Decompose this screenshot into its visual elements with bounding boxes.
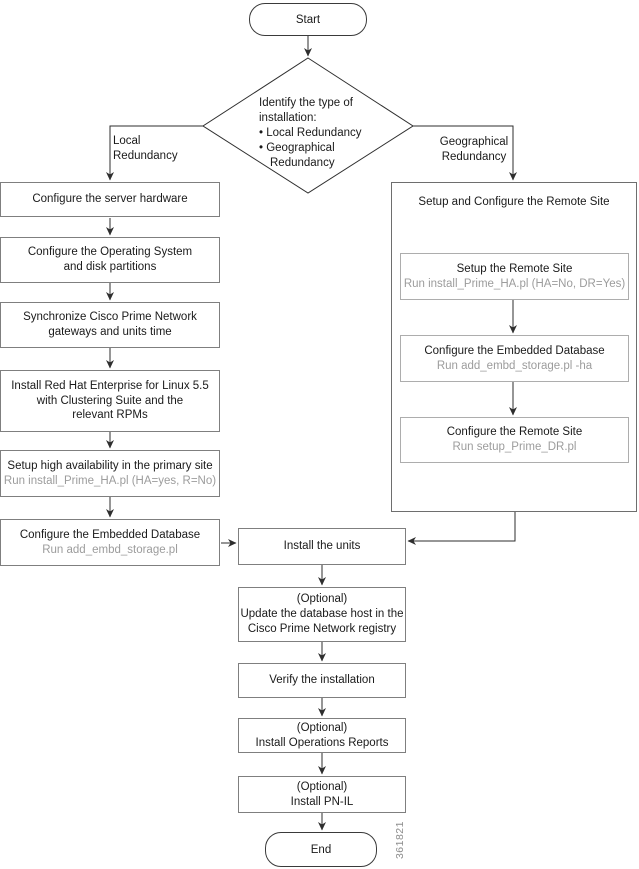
step-title: Configure the Embedded Database	[19, 528, 201, 541]
step-install-pn-il: (Optional) Install PN-IL	[238, 776, 406, 813]
step-title: Synchronize Cisco Prime Network gateways…	[23, 311, 197, 338]
step-command: Run install_Prime_HA.pl (HA=yes, R=No)	[3, 474, 217, 487]
figure-id: 361821	[394, 821, 406, 860]
step-title: Setup the Remote Site	[456, 262, 573, 275]
step-configure-server-hardware: Configure the server hardware	[0, 182, 220, 217]
decision-question: Identify the type of installation:	[259, 97, 353, 124]
step-configure-remote-site: Configure the Remote Site Run setup_Prim…	[400, 417, 629, 463]
remote-site-container-title: Setup and Configure the Remote Site	[418, 196, 610, 208]
decision-node-text: Identify the type of installation: • Loc…	[259, 96, 383, 171]
step-verify-installation: Verify the installation	[238, 663, 406, 698]
step-title: Configure the Operating System and disk …	[27, 246, 193, 273]
step-title: Update the database host in the Cisco Pr…	[240, 608, 404, 635]
step-update-database-host: (Optional) Update the database host in t…	[238, 587, 406, 642]
decision-option-geographical: • Geographical Redundancy	[259, 141, 335, 169]
start-node: Start	[249, 3, 367, 36]
step-configure-os-disk-partitions: Configure the Operating System and disk …	[0, 237, 220, 283]
step-synchronize-gateways-units-time: Synchronize Cisco Prime Network gateways…	[0, 302, 220, 348]
step-title: Install Red Hat Enterprise for Linux 5.5…	[11, 379, 209, 422]
step-title: Install Operations Reports	[255, 736, 389, 749]
step-install-red-hat-clustering: Install Red Hat Enterprise for Linux 5.5…	[0, 370, 220, 432]
step-title: Install PN-IL	[290, 795, 354, 808]
decision-option-local: • Local Redundancy	[259, 126, 362, 139]
step-command: Run install_Prime_HA.pl (HA=No, DR=Yes)	[403, 277, 626, 290]
end-node: End	[265, 832, 377, 867]
geographical-redundancy-label: Geographical Redundancy	[439, 136, 509, 163]
step-title: Install the units	[283, 540, 361, 553]
start-label: Start	[295, 13, 321, 26]
step-title: Verify the installation	[269, 674, 375, 687]
step-setup-high-availability-primary-site: Setup high availability in the primary s…	[0, 450, 220, 497]
step-install-units: Install the units	[238, 528, 406, 565]
local-redundancy-label: Local Redundancy	[113, 135, 178, 162]
step-optional-label: (Optional)	[296, 593, 348, 606]
step-optional-label: (Optional)	[296, 780, 348, 793]
step-command: Run setup_Prime_DR.pl	[452, 441, 577, 453]
step-command: Run add_embd_storage.pl -ha	[436, 359, 593, 372]
step-title: Configure the Embedded Database	[424, 344, 605, 357]
step-title: Configure the server hardware	[32, 193, 188, 206]
step-configure-embedded-database-remote: Configure the Embedded Database Run add_…	[400, 335, 629, 382]
step-title: Configure the Remote Site	[446, 426, 583, 439]
step-install-operations-reports: (Optional) Install Operations Reports	[238, 718, 406, 753]
end-label: End	[310, 843, 332, 856]
step-setup-remote-site: Setup the Remote Site Run install_Prime_…	[400, 253, 629, 300]
step-command: Run add_embd_storage.pl	[42, 543, 178, 556]
step-optional-label: (Optional)	[296, 721, 348, 734]
connector-remote-to-install-units	[407, 512, 516, 545]
step-configure-embedded-database-local: Configure the Embedded Database Run add_…	[0, 519, 220, 566]
step-title: Setup high availability in the primary s…	[7, 459, 213, 472]
